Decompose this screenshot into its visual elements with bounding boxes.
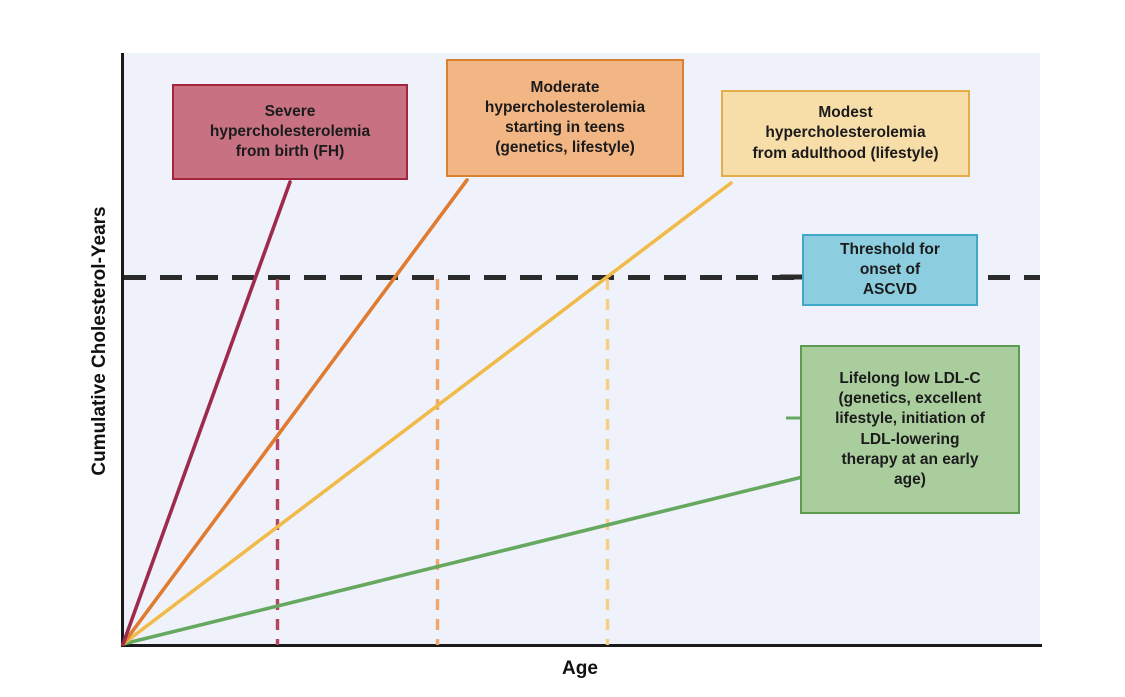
annotation-box-threshold-ascvd[interactable]: Threshold for onset of ASCVD <box>802 234 978 306</box>
annotation-box-modest-hypercholesterolemia[interactable]: Modest hypercholesterolemia from adultho… <box>721 90 970 177</box>
series-line-modest <box>121 181 733 646</box>
annotation-box-lifelong-low-ldl-c[interactable]: Lifelong low LDL-C (genetics, excellent … <box>800 345 1020 514</box>
series-line-severe <box>121 180 292 646</box>
series-line-moderate <box>121 178 469 646</box>
annotation-box-severe-hypercholesterolemia[interactable]: Severe hypercholesterolemia from birth (… <box>172 84 408 180</box>
annotation-box-moderate-hypercholesterolemia[interactable]: Moderate hypercholesterolemia starting i… <box>446 59 684 177</box>
x-axis-title: Age <box>562 658 598 679</box>
y-axis-title: Cumulative Cholesterol-Years <box>89 206 110 476</box>
